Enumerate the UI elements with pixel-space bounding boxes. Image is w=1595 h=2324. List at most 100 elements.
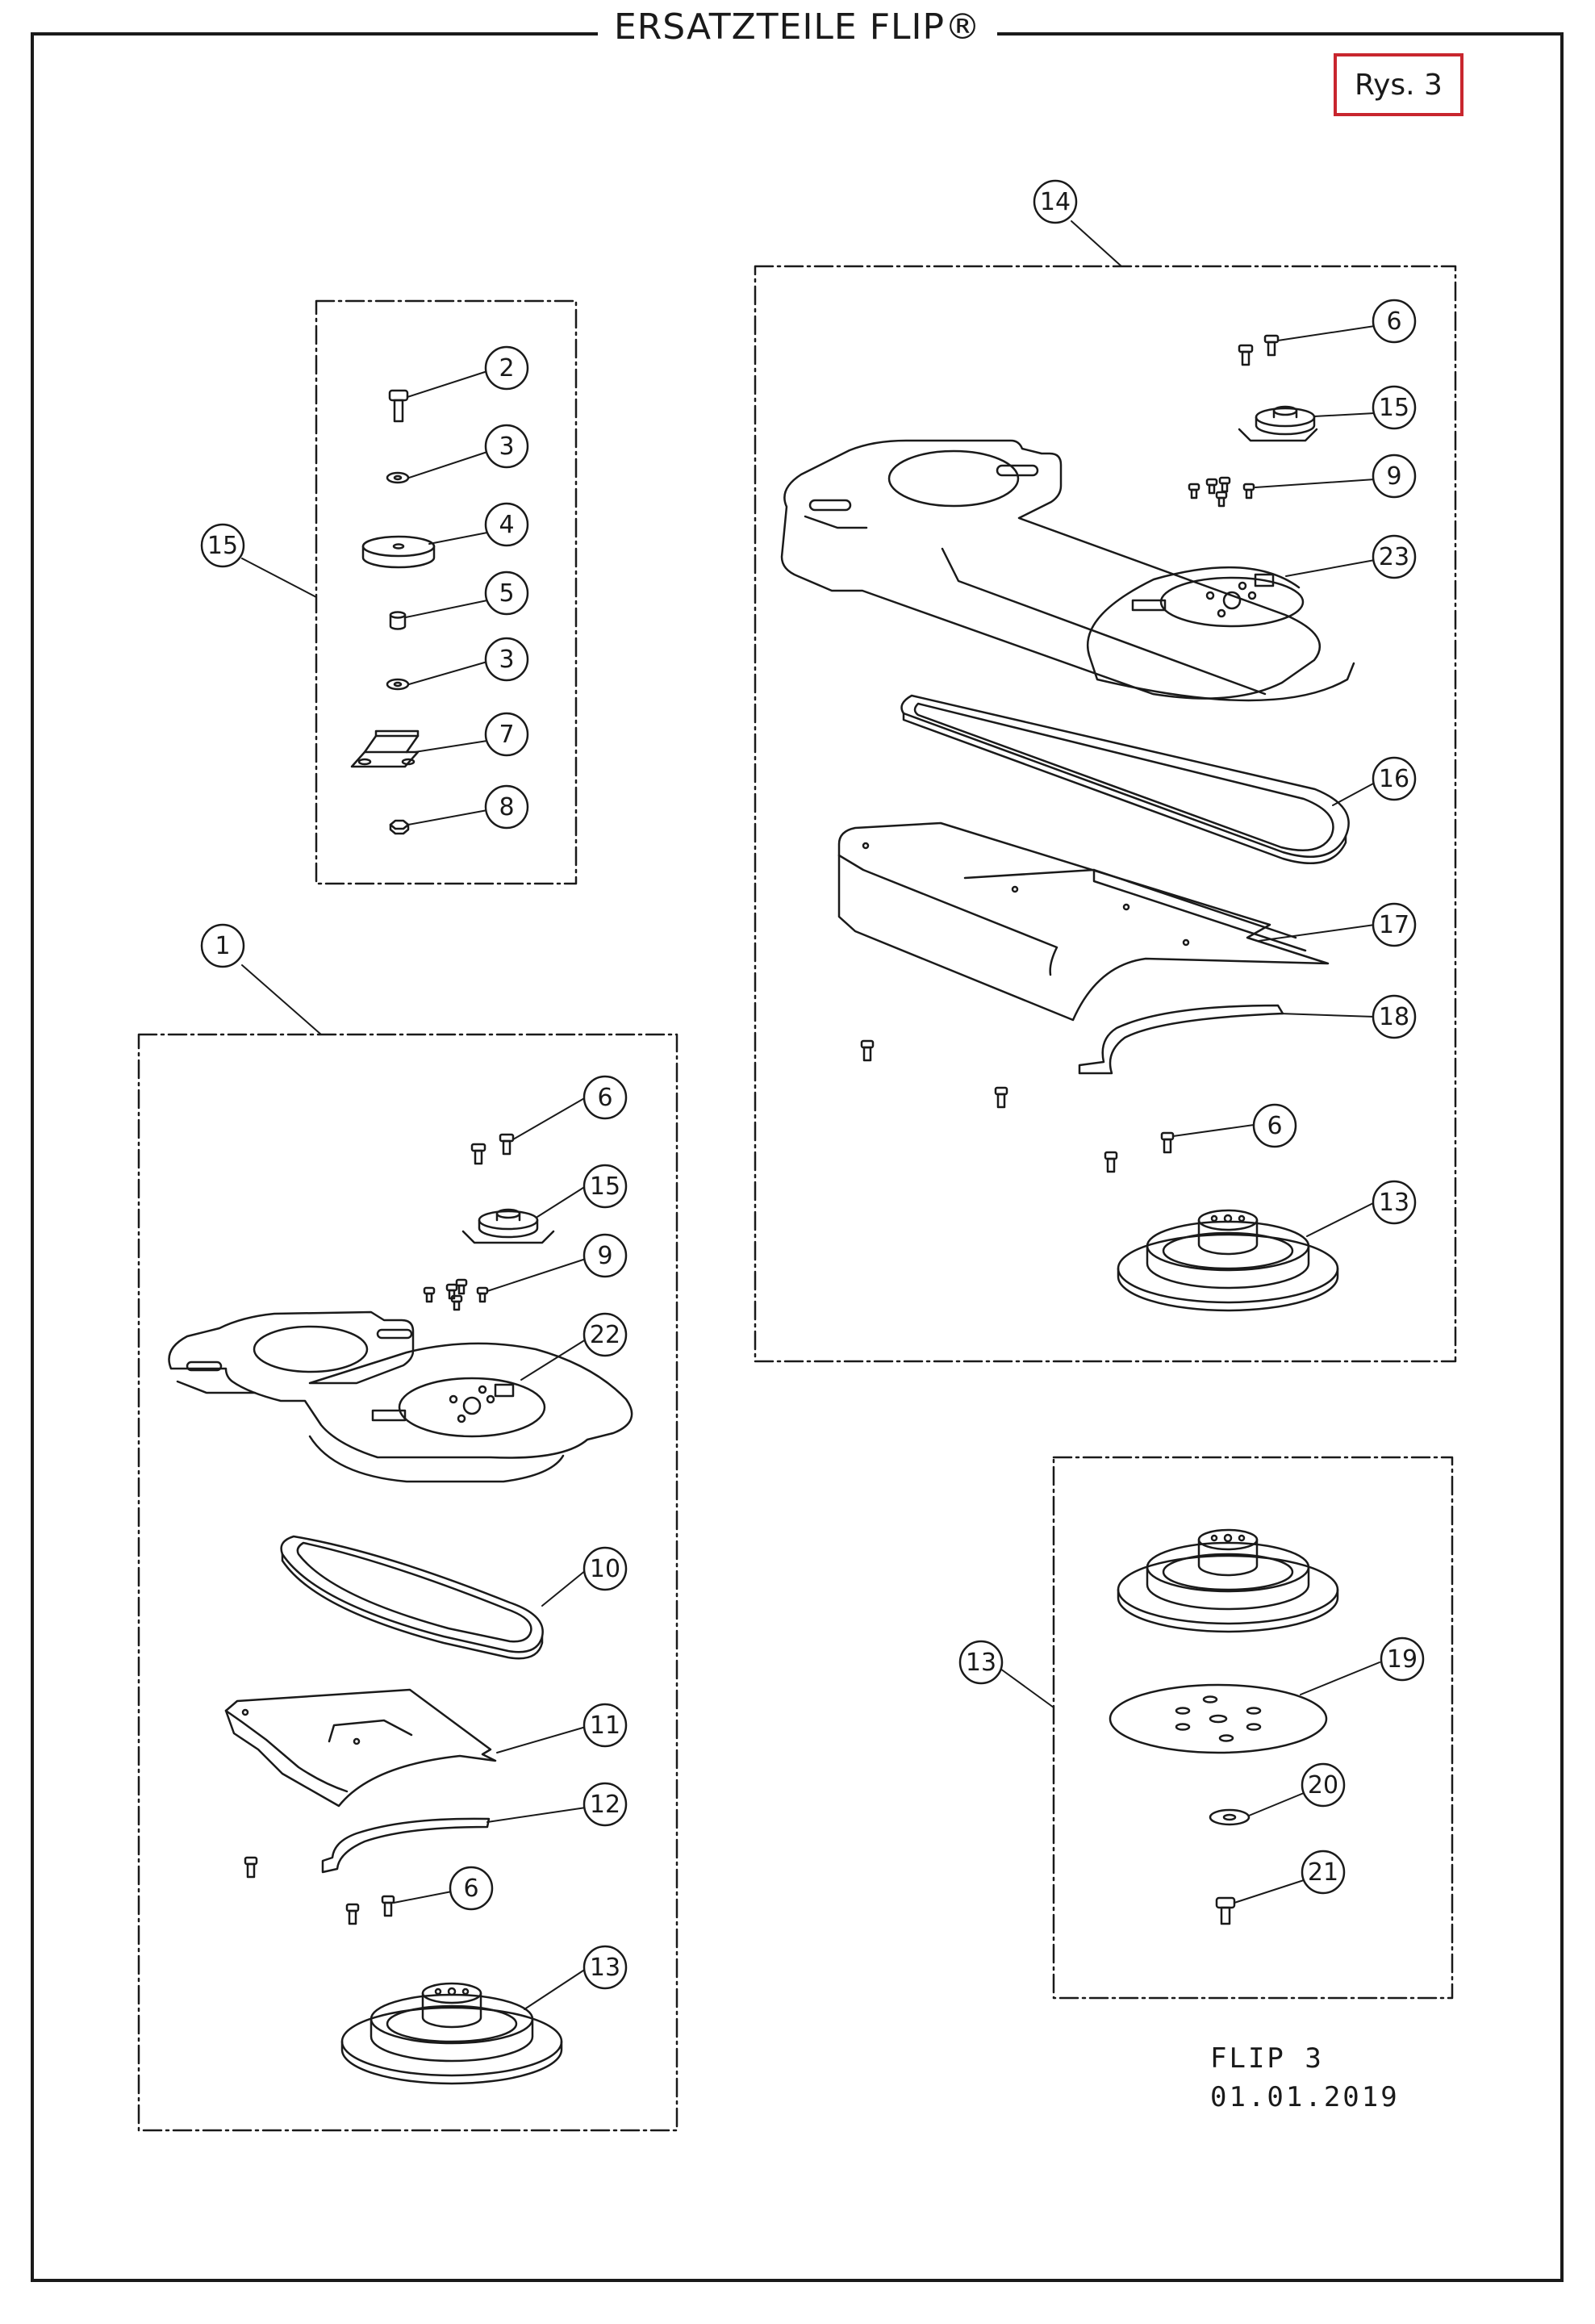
callout-11: 11 [582, 1703, 628, 1748]
callout-4: 4 [484, 502, 529, 547]
callout-circle [484, 424, 529, 469]
washer-icon [386, 471, 410, 484]
callout-number: 23 [1379, 543, 1409, 571]
callout-number: 9 [597, 1242, 612, 1270]
group-box-13 [1052, 1456, 1454, 2000]
callout-circle [484, 345, 529, 391]
callout-circle [484, 502, 529, 547]
callout-number: 15 [590, 1172, 620, 1201]
callout-22: 22 [582, 1312, 628, 1357]
callout-18: 18 [1372, 994, 1417, 1039]
bolt-icon [1104, 1151, 1118, 1173]
callout-circle [1380, 1636, 1425, 1682]
callout-number: 9 [1386, 462, 1401, 491]
callout-number: 4 [499, 511, 514, 539]
bolt-icon [1263, 334, 1280, 357]
callout-number: 1 [215, 932, 230, 960]
callout-circle [1301, 1762, 1346, 1808]
callout-number: 19 [1387, 1645, 1418, 1674]
callout-number: 15 [1379, 394, 1409, 422]
callout-number: 6 [463, 1875, 478, 1903]
group-box-14 [754, 265, 1457, 1363]
callout-circle [1301, 1850, 1346, 1895]
callout-number: 6 [1267, 1112, 1282, 1140]
bolt-icon [994, 1086, 1008, 1109]
pulley-icon [1117, 1528, 1339, 1633]
callout-number: 6 [597, 1084, 612, 1112]
bolt-icon [860, 1039, 875, 1062]
callout-circle [582, 1703, 628, 1748]
callout-14: 14 [1033, 179, 1078, 224]
callout-6: 6 [449, 1866, 494, 1911]
bolt-icon [1238, 344, 1254, 366]
callout-circle [484, 637, 529, 682]
v-belt-icon [900, 694, 1350, 865]
callout-15: 15 [1372, 385, 1417, 430]
washer-icon [386, 678, 410, 691]
callout-number: 20 [1308, 1771, 1338, 1799]
rubber-disc-icon [361, 535, 436, 569]
callout-circle [1372, 299, 1417, 344]
belt-cover-icon [837, 821, 1330, 1022]
guard-strip-icon [1078, 1004, 1284, 1075]
callout-3: 3 [484, 637, 529, 682]
callout-17: 17 [1372, 902, 1417, 947]
callout-circle [1252, 1103, 1297, 1148]
callout-19: 19 [1380, 1636, 1425, 1682]
callout-20: 20 [1301, 1762, 1346, 1808]
callout-2: 2 [484, 345, 529, 391]
callout-21: 21 [1301, 1850, 1346, 1895]
callout-number: 2 [499, 354, 514, 382]
callout-circle [582, 1945, 628, 1990]
callout-number: 10 [590, 1555, 620, 1583]
callout-circle [484, 571, 529, 616]
callout-circle [582, 1233, 628, 1278]
callout-3: 3 [484, 424, 529, 469]
callout-number: 6 [1386, 307, 1401, 336]
callout-7: 7 [484, 712, 529, 757]
callout-circle [582, 1546, 628, 1591]
pulley-housing-icon [780, 439, 1355, 702]
callout-8: 8 [484, 784, 529, 830]
large-belt-drive-group [780, 334, 1355, 1312]
bolt-icon [388, 389, 409, 423]
callout-23: 23 [1372, 534, 1417, 579]
callout-circle [1372, 385, 1417, 430]
callout-circle [958, 1640, 1004, 1685]
bolt-icon [470, 1143, 486, 1165]
pulley-icon [1117, 1209, 1339, 1312]
callout-circle [582, 1312, 628, 1357]
callout-number: 13 [1379, 1189, 1409, 1217]
callout-6: 6 [582, 1075, 628, 1120]
bolt-icon [1215, 1896, 1236, 1925]
callout-number: 7 [499, 721, 514, 749]
callout-number: 18 [1379, 1003, 1409, 1031]
bolt-icon [1160, 1131, 1175, 1154]
callout-layer: 2345378151461592316171861316159221011126… [200, 179, 1425, 1990]
bracket-icon [350, 729, 420, 768]
engine-mount-icon [461, 1208, 555, 1244]
callout-9: 9 [1372, 454, 1417, 499]
callout-number: 5 [499, 579, 514, 608]
callout-13: 13 [582, 1945, 628, 1990]
doc-ref-date: 01.01.2019 [1210, 2081, 1400, 2113]
group-box-1 [137, 1033, 679, 2132]
guard-strip-icon [321, 1817, 491, 1874]
mount-parts-group [350, 389, 436, 835]
callout-circle [1372, 534, 1417, 579]
bolt-icon [381, 1895, 395, 1917]
callout-13: 13 [1372, 1180, 1417, 1225]
callout-10: 10 [582, 1546, 628, 1591]
callout-13: 13 [958, 1640, 1004, 1685]
callout-number: 21 [1308, 1858, 1338, 1887]
callout-circle [582, 1075, 628, 1120]
callout-number: 15 [207, 532, 238, 560]
callout-5: 5 [484, 571, 529, 616]
callout-circle [1372, 1180, 1417, 1225]
callout-circle [1372, 454, 1417, 499]
callout-15: 15 [582, 1164, 628, 1209]
callout-circle [1372, 902, 1417, 947]
spacer-sleeve-icon [389, 611, 407, 630]
